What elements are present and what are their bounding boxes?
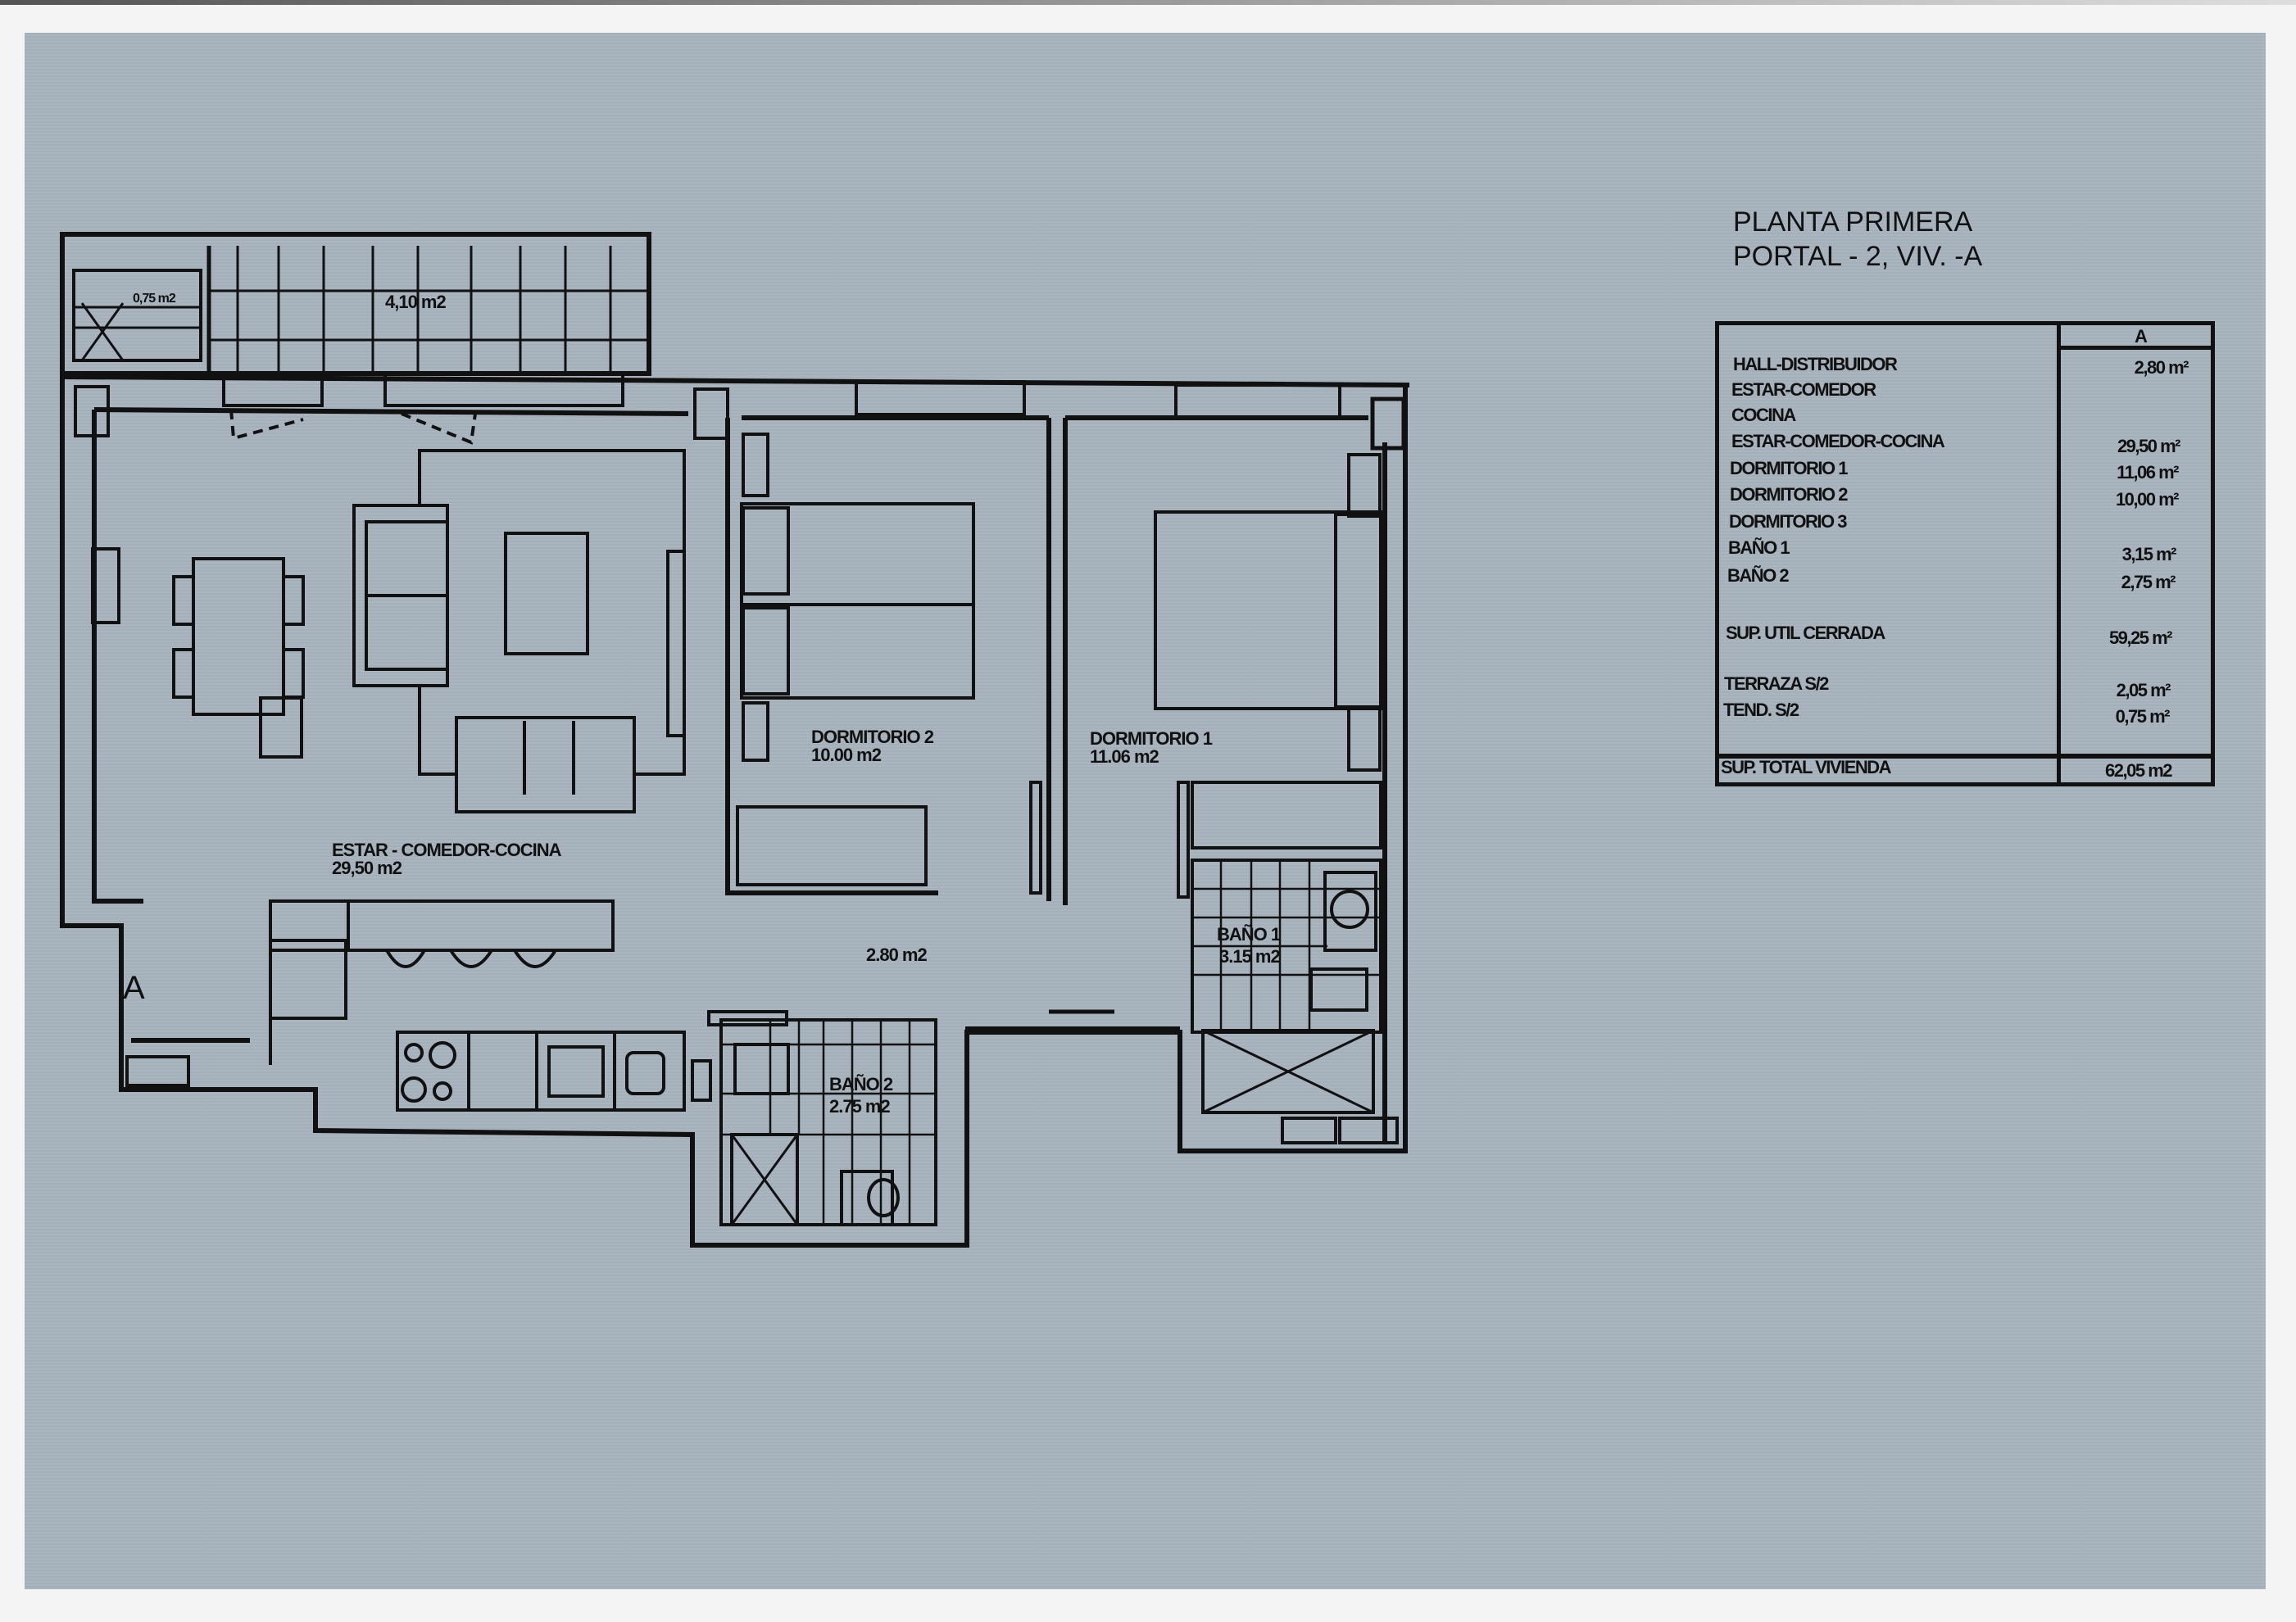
plan-title-line1: PLANTA PRIMERA bbox=[1733, 206, 1973, 238]
table-column-header: A bbox=[2135, 326, 2148, 347]
table-row-label: DORMITORIO 2 bbox=[1730, 484, 1848, 505]
table-row-label: BAÑO 1 bbox=[1728, 537, 1790, 558]
table-row-label: ESTAR-COMEDOR bbox=[1731, 379, 1876, 400]
table-row-value: 11,06 m² bbox=[2117, 462, 2179, 483]
bedroom-walls bbox=[725, 415, 1387, 1143]
tendedero-area-label: 0,75 m2 bbox=[133, 292, 176, 306]
bedroom2-name: DORMITORIO 2 bbox=[811, 727, 934, 747]
bedroom1-name: DORMITORIO 1 bbox=[1090, 728, 1213, 749]
area-table bbox=[1715, 321, 2215, 786]
plan-title-line2: PORTAL - 2, VIV. -A bbox=[1733, 241, 1983, 272]
entrance-marker: A bbox=[123, 970, 145, 1006]
living-room-area: 29,50 m2 bbox=[332, 858, 402, 878]
bedroom2-area: 10.00 m2 bbox=[811, 745, 882, 765]
bath2-drawing bbox=[707, 1010, 1180, 1226]
living-room-name: ESTAR - COMEDOR-COCINA bbox=[332, 840, 561, 860]
table-row-label: TERRAZA S/2 bbox=[1724, 673, 1829, 694]
table-row-label: BAÑO 2 bbox=[1727, 565, 1790, 586]
table-row-value: 2,75 m² bbox=[2121, 572, 2176, 592]
hall-area-label: 2.80 m2 bbox=[866, 945, 928, 965]
table-row-value: 10,00 m² bbox=[2115, 489, 2180, 510]
bath1-drawing bbox=[1191, 859, 1399, 1144]
living-furniture bbox=[91, 449, 686, 813]
terrace-area-label: 4,10 m2 bbox=[385, 292, 447, 312]
table-row-label: TEND. S/2 bbox=[1723, 700, 1799, 720]
table-row-label: HALL-DISTRIBUIDOR bbox=[1733, 354, 1898, 374]
table-row-value: 2,05 m² bbox=[2116, 680, 2171, 700]
table-row-label: SUP. UTIL CERRADA bbox=[1726, 623, 1885, 643]
table-row-value: 29,50 m² bbox=[2117, 436, 2181, 456]
plan-title: PLANTA PRIMERA PORTAL - 2, VIV. -A bbox=[1733, 205, 1982, 274]
scanned-sheet bbox=[25, 33, 2266, 1589]
table-row-label: ESTAR-COMEDOR-COCINA bbox=[1731, 431, 1945, 451]
table-row-value: 59,25 m² bbox=[2108, 628, 2173, 648]
bath1-area: 3.15 m2 bbox=[1219, 946, 1281, 967]
table-row-label: COCINA bbox=[1731, 405, 1796, 425]
table-header-divider bbox=[2057, 346, 2215, 350]
bath2-name: BAÑO 2 bbox=[829, 1074, 893, 1094]
table-row-label: DORMITORIO 3 bbox=[1729, 511, 1847, 532]
table-row-value: 3,15 m² bbox=[2121, 544, 2177, 564]
bedroom1-area: 11.06 m2 bbox=[1090, 746, 1159, 767]
bath1-name: BAÑO 1 bbox=[1217, 924, 1281, 945]
table-row-value: 2,80 m² bbox=[2134, 357, 2189, 378]
table-total-value: 62,05 m2 bbox=[2105, 760, 2172, 781]
table-row-value: 0,75 m² bbox=[2115, 706, 2171, 727]
table-total-divider bbox=[1715, 754, 2215, 759]
table-row-label: DORMITORIO 1 bbox=[1730, 458, 1848, 478]
scan-edge bbox=[0, 0, 2296, 5]
table-total-label: SUP. TOTAL VIVIENDA bbox=[1721, 757, 1892, 777]
kitchen-drawing bbox=[125, 899, 712, 1112]
table-column-divider bbox=[2057, 321, 2061, 786]
terrace bbox=[60, 232, 651, 376]
bath2-area: 2.75 m2 bbox=[829, 1096, 891, 1117]
